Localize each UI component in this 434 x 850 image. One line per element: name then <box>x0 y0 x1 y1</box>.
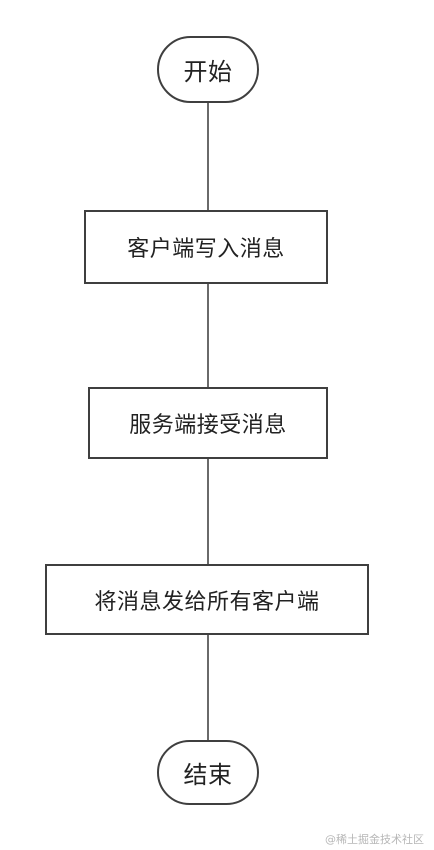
connector-start-step1 <box>207 103 209 210</box>
watermark-text: @稀土掘金技术社区 <box>325 833 424 846</box>
connector-step2-step3 <box>207 459 209 564</box>
end-label: 结束 <box>183 761 233 789</box>
connector-step3-end <box>207 635 209 740</box>
process-step-3: 将消息发给所有客户端 <box>45 564 369 635</box>
process-step-1-label: 客户端写入消息 <box>127 237 285 262</box>
process-step-2: 服务端接受消息 <box>88 387 328 459</box>
end-node: 结束 <box>157 740 259 805</box>
process-step-2-label: 服务端接受消息 <box>129 413 287 438</box>
start-node: 开始 <box>157 36 259 103</box>
process-step-3-label: 将消息发给所有客户端 <box>94 589 320 615</box>
connector-step1-step2 <box>207 284 209 387</box>
start-label: 开始 <box>183 58 233 86</box>
process-step-1: 客户端写入消息 <box>84 210 328 284</box>
